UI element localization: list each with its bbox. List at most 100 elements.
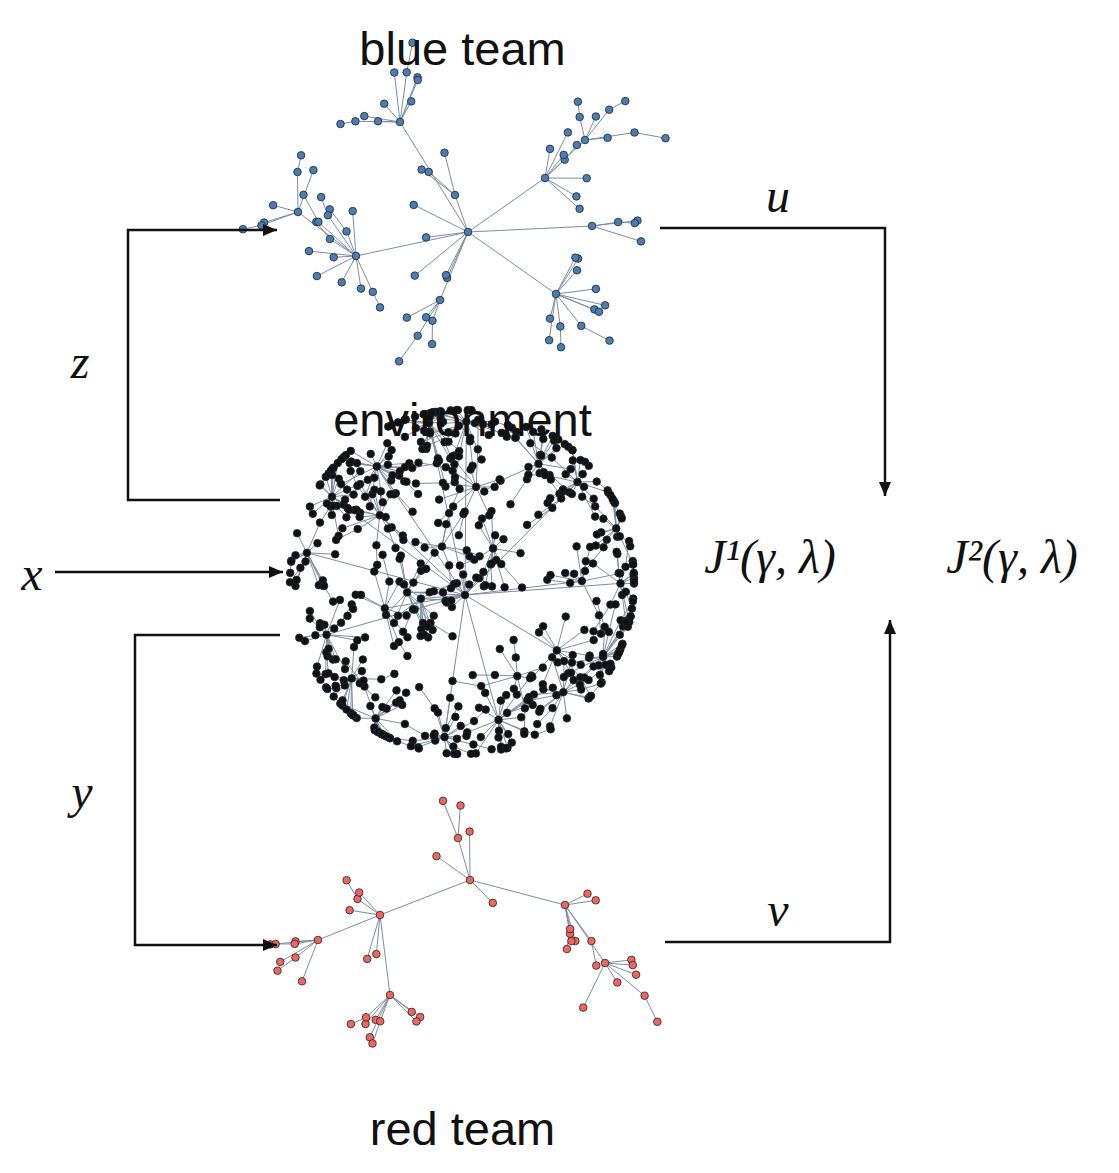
network-dot <box>350 491 358 499</box>
network-dot <box>449 503 457 511</box>
network-dot <box>330 625 338 633</box>
network-dot <box>403 478 411 486</box>
network-dot <box>328 493 336 501</box>
network-dot <box>324 211 332 219</box>
network-link <box>418 300 440 336</box>
network-link <box>380 915 390 995</box>
network-link <box>307 523 320 553</box>
network-link <box>399 336 418 361</box>
network-dot <box>467 466 475 474</box>
action-arrow <box>660 228 885 496</box>
network-dot <box>535 511 543 519</box>
network-dot <box>481 689 489 697</box>
network-dot <box>491 671 499 679</box>
network-link <box>318 915 380 940</box>
network-dot <box>349 711 357 719</box>
network-dot <box>442 463 450 471</box>
network-link <box>350 910 380 915</box>
network-dot <box>347 467 355 475</box>
network-link <box>481 676 517 686</box>
network-dot <box>469 671 477 679</box>
network-dot <box>523 521 531 529</box>
network-dot <box>552 290 560 298</box>
network-dot <box>502 691 510 699</box>
network-dot <box>439 589 447 597</box>
network-dot <box>581 567 589 575</box>
network-link <box>429 423 465 595</box>
network-dot <box>510 636 518 644</box>
network-link <box>333 506 339 536</box>
network-dot <box>559 486 567 494</box>
network-dot <box>548 654 556 662</box>
network-link <box>407 592 430 623</box>
network-dot <box>316 482 324 490</box>
network-dot <box>553 444 561 452</box>
network-dot <box>531 731 539 739</box>
network-dot <box>363 955 371 963</box>
network-dot <box>343 876 351 884</box>
input-arrow <box>55 571 283 574</box>
network-dot <box>373 950 381 958</box>
network-dot <box>431 549 439 557</box>
network-dot <box>517 549 525 557</box>
network-link <box>496 560 504 587</box>
network-dot <box>389 471 397 479</box>
network-dot <box>417 632 425 640</box>
network-dot <box>300 191 308 199</box>
network-dot <box>614 979 622 987</box>
network-dot <box>344 612 352 620</box>
network-dot <box>378 676 386 684</box>
network-dot <box>463 547 471 555</box>
network-dot <box>538 452 546 460</box>
observation-connector <box>135 635 280 945</box>
network-dot <box>578 322 586 330</box>
network-dot <box>539 623 547 631</box>
network-dot <box>593 531 601 539</box>
network-link <box>545 178 587 179</box>
network-dot <box>379 703 387 711</box>
network-link <box>545 178 576 196</box>
network-node: environment <box>280 390 645 725</box>
network-dot <box>376 1018 384 1026</box>
network-link <box>565 900 596 905</box>
network-dot <box>615 649 623 657</box>
network-dot <box>274 967 282 975</box>
network-link <box>458 805 460 838</box>
network-link <box>465 595 498 720</box>
action-arrow <box>665 620 890 942</box>
network-dot <box>467 750 475 758</box>
network-dot <box>466 828 474 836</box>
network-dot <box>514 672 522 680</box>
network-dot <box>603 536 611 544</box>
network-dot <box>473 574 481 582</box>
network-dot <box>539 681 547 689</box>
network-link <box>366 995 390 1017</box>
network-dot <box>357 591 365 599</box>
network-dot <box>630 569 638 577</box>
network-link <box>470 880 565 905</box>
network-dot <box>517 714 525 722</box>
network-dot <box>451 191 459 199</box>
network-dot <box>504 730 512 738</box>
network-dot <box>422 234 430 242</box>
network-links <box>270 801 657 1044</box>
network-dot <box>305 247 313 255</box>
network-dot <box>577 661 585 669</box>
network-dot <box>337 619 345 627</box>
network-dot <box>457 722 465 730</box>
network-dot <box>568 659 576 667</box>
network-dot <box>414 76 422 84</box>
network-dot <box>601 959 609 967</box>
network-dot <box>410 201 418 209</box>
network-dot <box>629 560 637 568</box>
network-dot <box>613 548 621 556</box>
network-dot <box>501 584 509 592</box>
network-dot <box>369 288 377 296</box>
network-dot <box>533 720 541 728</box>
team-label: red team <box>280 1105 645 1152</box>
network-dot <box>401 720 409 728</box>
network-dot <box>562 613 570 621</box>
network-dot <box>585 676 593 684</box>
network-link <box>501 464 539 481</box>
network-dot <box>488 746 496 754</box>
